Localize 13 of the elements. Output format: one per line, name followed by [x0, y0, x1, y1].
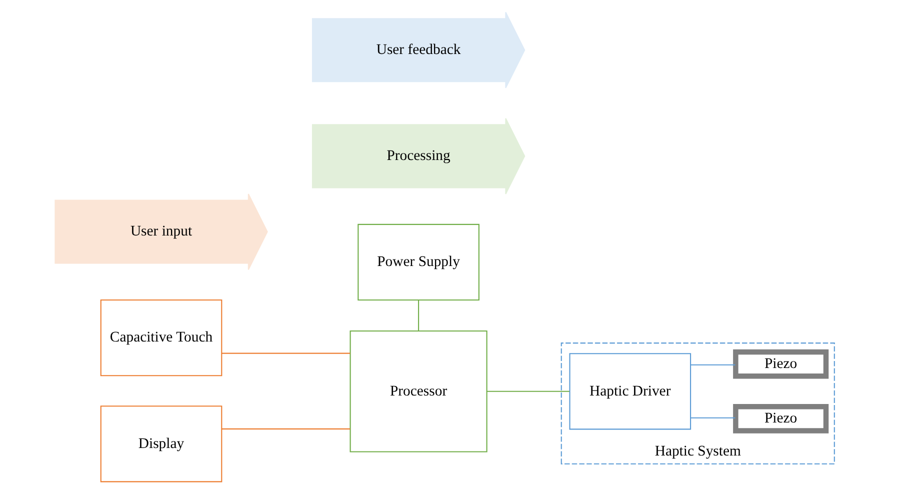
connector — [221, 428, 350, 430]
node-box: Display — [100, 406, 222, 482]
node-box: Processor — [349, 330, 487, 452]
connector — [486, 390, 569, 392]
node-box: Capacitive Touch — [100, 300, 222, 376]
node-box: Haptic Driver — [568, 353, 691, 430]
connector — [418, 300, 419, 331]
connector — [221, 352, 350, 354]
node-box: Power Supply — [357, 224, 479, 301]
node-box: Piezo — [732, 404, 828, 434]
node-box: Piezo — [732, 349, 828, 379]
connector — [690, 364, 735, 366]
connector — [690, 417, 735, 418]
